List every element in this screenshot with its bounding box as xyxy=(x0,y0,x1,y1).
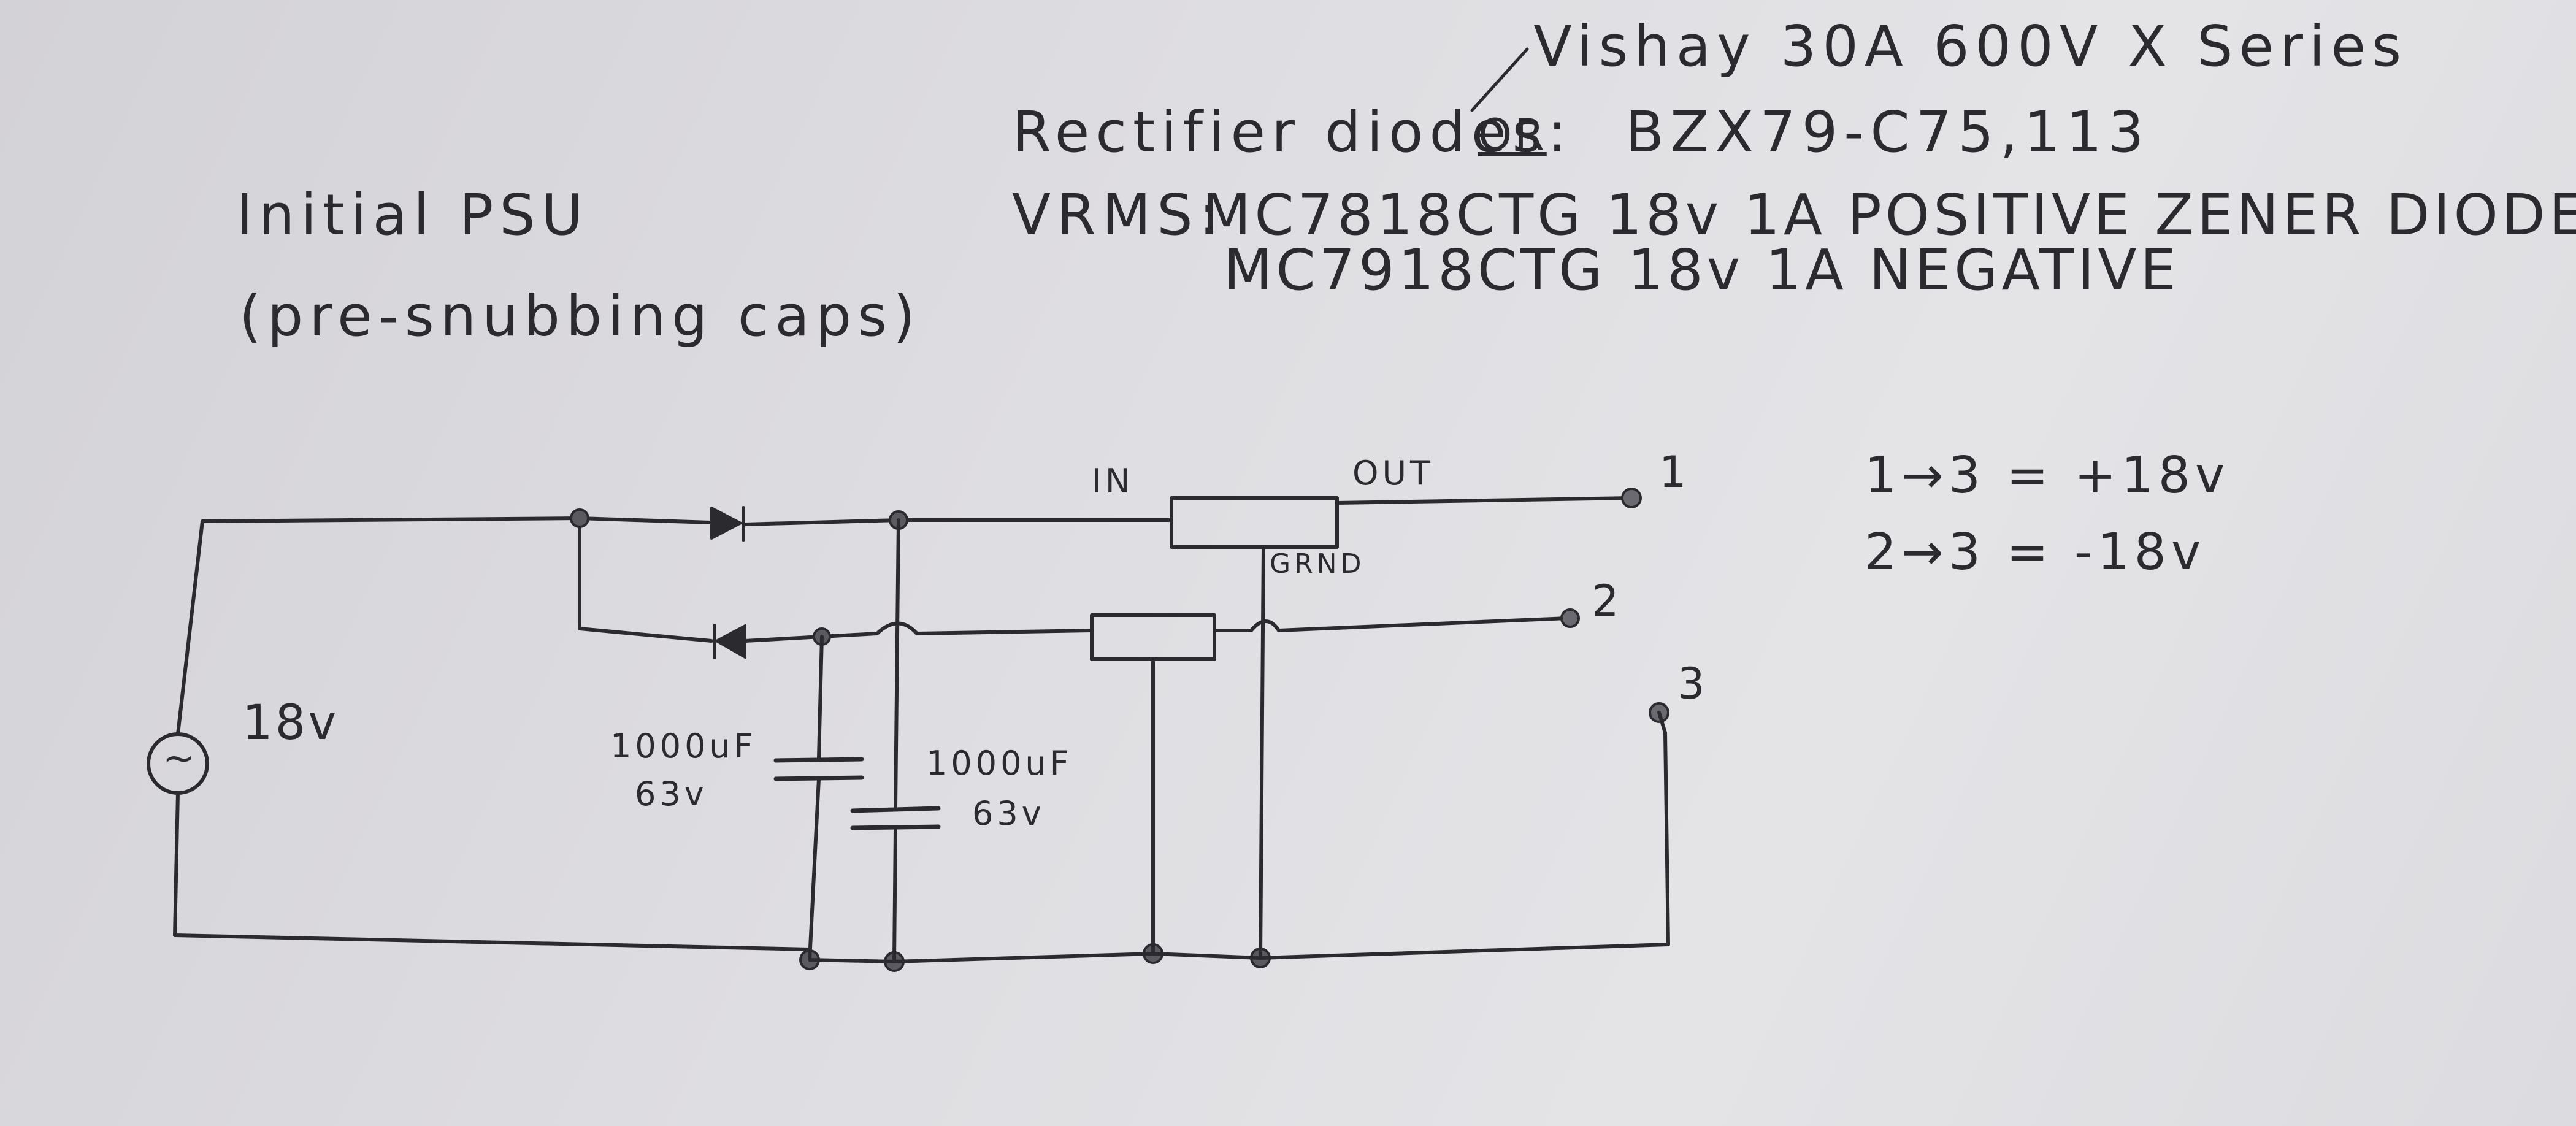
cap2-voltage-label: 63v xyxy=(972,794,1045,833)
junction-nodes xyxy=(570,508,1271,972)
wire-reg1-out xyxy=(1335,496,1633,505)
wire-reg2-to-t2 xyxy=(1277,616,1569,632)
wire-source-top xyxy=(176,516,581,736)
source-voltage-label: 18v xyxy=(242,695,339,751)
wire-reg1-gnd xyxy=(1259,545,1265,960)
regulator-gnd-label: GRND xyxy=(1270,548,1365,580)
terminal-2-dot xyxy=(1560,608,1580,628)
rail-positive: 1→3 = +18v xyxy=(1865,446,2230,505)
wire-cap2-top xyxy=(894,518,900,808)
wire-lower-branch xyxy=(578,516,713,643)
vrms-label: VRMS: xyxy=(1012,182,1224,248)
wire-bottom-rail xyxy=(808,731,1670,963)
wire-top-rail-b xyxy=(743,518,900,526)
wire-top-rail-a xyxy=(578,516,713,524)
ac-source-symbol xyxy=(147,732,209,795)
rectifier-part: BZX79-C75,113 xyxy=(1625,99,2150,165)
regulator-out-label: OUT xyxy=(1352,454,1435,492)
cap2-plate-top xyxy=(850,806,941,813)
ac-source-glyph: ~ xyxy=(163,736,198,781)
terminal-1-dot xyxy=(1621,488,1642,508)
cap1-voltage-label: 63v xyxy=(635,775,708,813)
wire-cap2-bottom xyxy=(892,826,897,963)
terminal-2-label: 2 xyxy=(1592,576,1622,626)
wire-source-bottom xyxy=(173,791,811,951)
vishay-note: Vishay 30A 600V X Series xyxy=(1533,13,2407,79)
title-line-1: Initial PSU xyxy=(236,182,589,248)
rectifier-label: Rectifier diodes: xyxy=(1012,99,1573,165)
rectifier-diode-top xyxy=(710,506,745,542)
cap2-value-label: 1000uF xyxy=(926,744,1073,783)
terminal-1-label: 1 xyxy=(1659,447,1689,497)
node-top-left xyxy=(570,508,589,528)
cap1-value-label: 1000uF xyxy=(610,727,757,765)
regulator-positive xyxy=(1170,496,1339,549)
vrms-negative: MC7918CTG 18v 1A NEGATIVE xyxy=(1224,237,2180,303)
title-line-2: (pre-snubbing caps) xyxy=(239,283,921,349)
vrms-positive: MC7818CTG 18v 1A POSITIVE ZENER DIODE xyxy=(1202,182,2576,248)
terminal-3-label: 3 xyxy=(1677,659,1708,709)
wire-second-rail-a xyxy=(743,632,879,643)
regulator-in-label: IN xyxy=(1092,462,1134,500)
wire-second-rail-b xyxy=(915,629,1094,635)
rectifier-or: OR xyxy=(1478,110,1547,160)
rectifier-diode-bottom xyxy=(713,624,746,659)
wire-crossover-hop-2 xyxy=(1249,619,1281,632)
cap1-plate-top xyxy=(773,757,864,763)
wire-cap1-top xyxy=(817,635,824,759)
wire-terminal-3 xyxy=(1657,711,1667,735)
note-pointer-line xyxy=(1470,47,1529,112)
wire-cap1-bottom xyxy=(808,777,821,962)
regulator-negative xyxy=(1090,613,1216,661)
rail-negative: 2→3 = -18v xyxy=(1865,523,2206,581)
